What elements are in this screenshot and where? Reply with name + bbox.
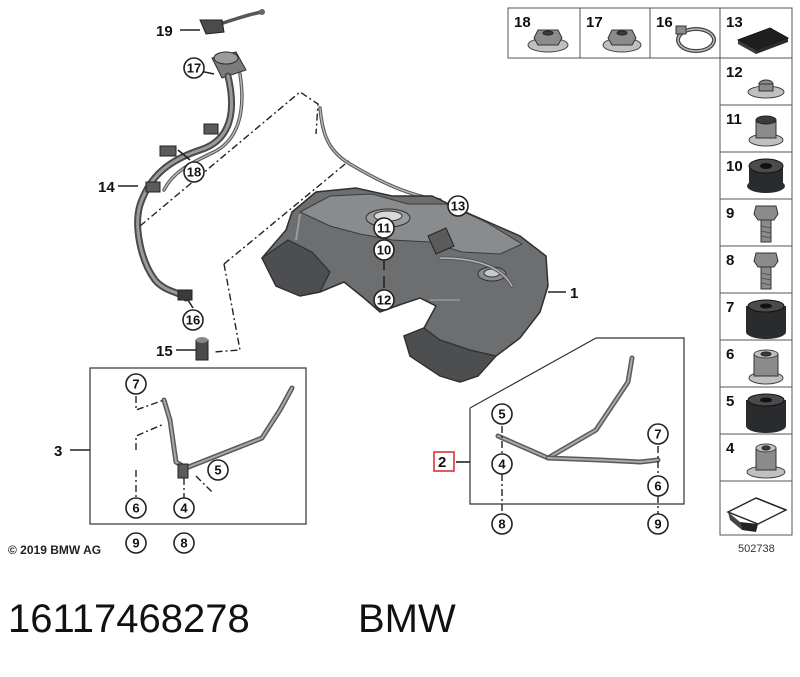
tank-strap-right	[495, 355, 661, 465]
grid-label-8: 8	[726, 252, 734, 269]
svg-text:5: 5	[498, 407, 505, 422]
callout-2[interactable]: 2	[438, 454, 446, 471]
part-number: 16117468278	[8, 597, 250, 641]
grid-label-7: 7	[726, 299, 734, 316]
svg-text:7: 7	[654, 427, 661, 442]
callout-16[interactable]: 16	[182, 309, 204, 331]
grid-label-17: 17	[586, 14, 603, 31]
svg-text:13: 13	[451, 199, 465, 214]
copyright-text: © 2019 BMW AG	[8, 543, 101, 557]
filler-pipe-assembly	[134, 9, 265, 361]
svg-text:8: 8	[180, 536, 187, 551]
rubber-mount-icon	[746, 299, 786, 339]
grid-label-11: 11	[726, 111, 742, 128]
damper-icon	[746, 393, 786, 433]
grommet-icon	[747, 158, 785, 193]
svg-text:9: 9	[132, 536, 139, 551]
grid-label-16: 16	[656, 14, 673, 31]
svg-text:8: 8	[498, 517, 505, 532]
callout-9-right[interactable]: 9	[647, 513, 669, 535]
callout-7-left[interactable]: 7	[125, 373, 147, 395]
collar-spacer-icon	[746, 443, 786, 479]
svg-text:12: 12	[377, 293, 391, 308]
callout-19[interactable]: 19	[156, 23, 173, 40]
callout-3[interactable]: 3	[54, 443, 62, 460]
callout-6-right[interactable]: 6	[647, 475, 669, 497]
svg-text:9: 9	[654, 517, 661, 532]
reference-number: 502738	[738, 543, 775, 555]
grid-label-12: 12	[726, 64, 743, 81]
strap-detail-box-left	[89, 367, 307, 525]
flange-nut-icon	[527, 29, 569, 53]
callout-10[interactable]: 10	[373, 239, 395, 261]
callout-12[interactable]: 12	[373, 289, 395, 311]
callout-4-right[interactable]: 4	[491, 453, 513, 475]
callout-18[interactable]: 18	[183, 161, 205, 183]
hex-nut-icon	[602, 29, 642, 53]
grid-label-9: 9	[726, 205, 734, 222]
svg-text:7: 7	[132, 377, 139, 392]
view-arrow-icon	[726, 497, 788, 532]
grid-label-5: 5	[726, 393, 734, 410]
svg-text:18: 18	[187, 165, 201, 180]
bushing-icon	[748, 115, 784, 147]
callout-4-left[interactable]: 4	[173, 497, 195, 519]
brand-name: BMW	[358, 597, 456, 641]
callout-7-right[interactable]: 7	[647, 423, 669, 445]
washer-icon	[747, 79, 785, 99]
svg-text:10: 10	[377, 243, 391, 258]
callout-15[interactable]: 15	[156, 343, 173, 360]
grid-label-6: 6	[726, 346, 734, 363]
hex-bolt-icon	[753, 252, 779, 290]
highlight-box-2	[433, 451, 455, 472]
foam-pad-icon	[736, 27, 790, 54]
grid-label-18: 18	[514, 14, 531, 31]
svg-text:11: 11	[377, 221, 391, 236]
svg-text:6: 6	[132, 501, 139, 516]
callout-9-left[interactable]: 9	[125, 532, 147, 554]
svg-text:16: 16	[186, 313, 200, 328]
callout-1[interactable]: 1	[570, 285, 578, 302]
tank-strap-left	[161, 385, 295, 479]
callout-5-left[interactable]: 5	[207, 459, 229, 481]
hose-clamp-icon	[675, 25, 716, 53]
callout-11[interactable]: 11	[373, 217, 395, 239]
callout-14[interactable]: 14	[98, 179, 115, 196]
svg-text:5: 5	[214, 463, 221, 478]
fuel-tank	[261, 106, 549, 383]
callout-8-left[interactable]: 8	[173, 532, 195, 554]
grid-label-4: 4	[726, 440, 735, 457]
callout-6-left[interactable]: 6	[125, 497, 147, 519]
bolt-icon	[753, 205, 779, 243]
svg-text:6: 6	[654, 479, 661, 494]
grid-label-10: 10	[726, 158, 743, 175]
grid-label-13: 13	[726, 14, 743, 31]
callout-17[interactable]: 17	[183, 57, 205, 79]
spacer-icon	[748, 349, 784, 385]
parts-grid: 18 17 16 13	[507, 7, 793, 555]
callout-5-right[interactable]: 5	[491, 403, 513, 425]
svg-text:4: 4	[180, 501, 188, 516]
strap-detail-box-right	[469, 337, 685, 505]
callout-13[interactable]: 13	[447, 195, 469, 217]
callout-8-right[interactable]: 8	[491, 513, 513, 535]
svg-text:4: 4	[498, 457, 506, 472]
svg-text:17: 17	[187, 61, 201, 76]
